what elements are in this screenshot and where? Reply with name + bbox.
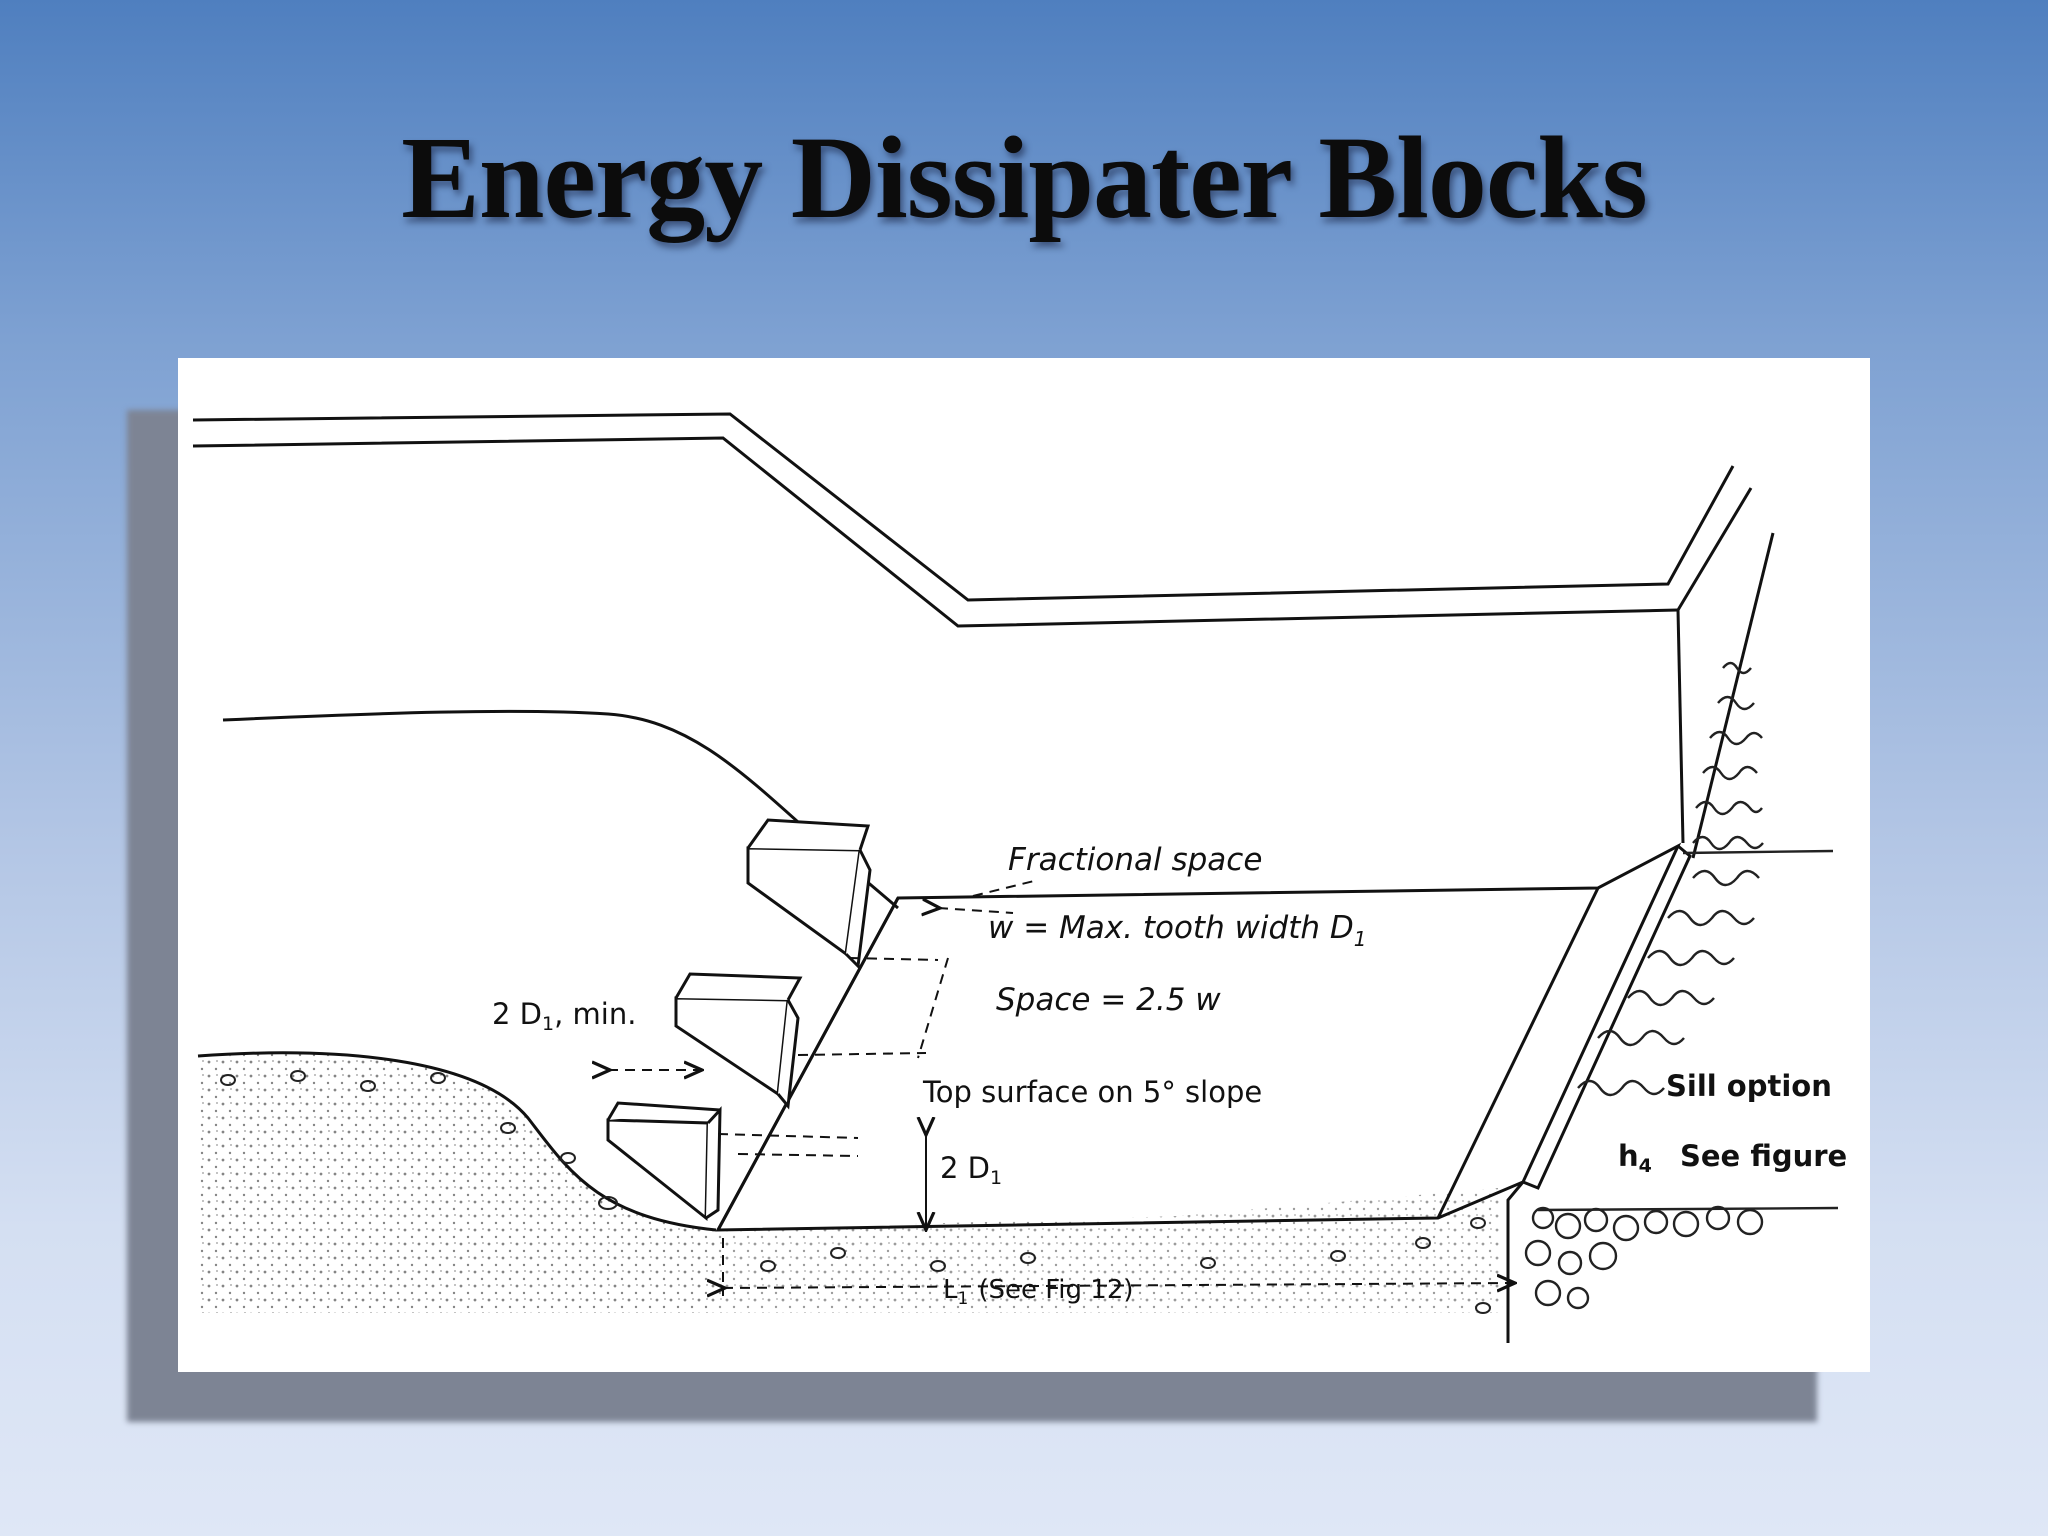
label-see-figure: See figure xyxy=(1680,1139,1847,1173)
riprap xyxy=(1524,661,1839,1310)
dissipater-block-3 xyxy=(606,1101,722,1222)
label-height: 2 D1 xyxy=(940,1151,1002,1189)
dissipater-block-1 xyxy=(746,818,872,970)
slide-title: Energy Dissipater Blocks xyxy=(401,112,1648,243)
label-h4: h4 xyxy=(1618,1139,1652,1177)
label-sill-option: Sill option xyxy=(1666,1069,1832,1103)
pebbles xyxy=(220,1070,1491,1314)
side-wall-right xyxy=(1676,532,1775,859)
label-fractional-space: Fractional space xyxy=(1008,842,1262,878)
side-wall-top xyxy=(192,412,1753,628)
end-sill xyxy=(1506,1181,1525,1343)
gravel-bed-left xyxy=(198,1053,718,1313)
chute-floor xyxy=(222,709,899,910)
label-length: L1(See Fig 12) xyxy=(943,1275,1134,1309)
dissipater-block-2 xyxy=(674,972,803,1110)
stilling-basin-diagram: Fractional space w = Max. tooth width D1… xyxy=(178,358,1870,1372)
diagram-svg: Fractional space w = Max. tooth width D1… xyxy=(192,412,1847,1343)
ground-line-left xyxy=(197,1051,717,1232)
label-top-surface: Top surface on 5° slope xyxy=(922,1075,1262,1109)
label-max-tooth-width: w = Max. tooth width D1 xyxy=(988,910,1366,951)
label-space: Space = 2.5 w xyxy=(996,982,1221,1018)
dimension-lines xyxy=(608,879,1513,1296)
label-min-spacing: 2 D1, min. xyxy=(492,997,636,1035)
